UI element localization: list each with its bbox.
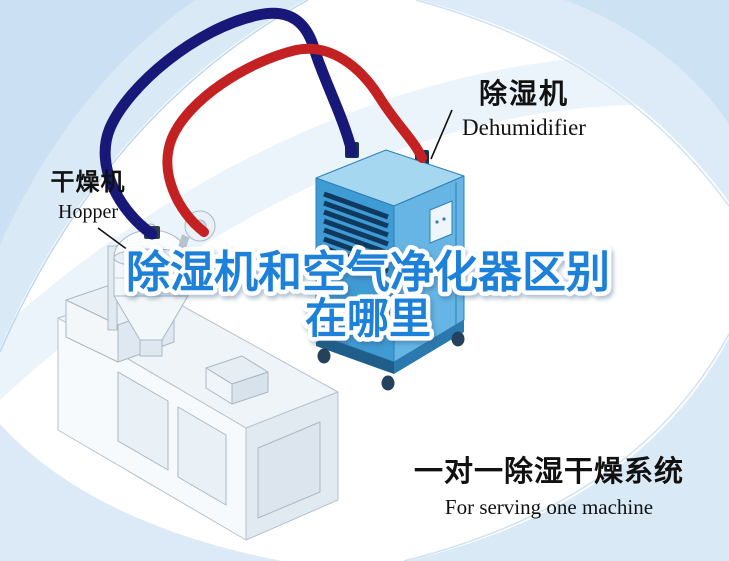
name-plate [335,299,361,324]
control-panel [429,200,453,244]
extruder-door-panel [117,371,169,471]
extruder-head-side [231,371,269,405]
dehumidifier-callout-line [430,109,453,160]
extruder-machine-illustration [57,210,339,541]
dehumidifier-label-cn: 除湿机 [478,77,569,110]
callout-dehumidifier: 除湿机 Dehumidifier [438,72,610,141]
dehumidifier-unit-illustration [315,142,465,391]
base-front [316,334,394,374]
extruder-door-panel [177,406,227,506]
panel-button [435,220,439,224]
extruder-door-panel [257,421,321,519]
panel-button [442,217,446,221]
door-handle [449,258,452,267]
blower-duct [178,234,193,269]
hopper-callout-line [97,227,133,254]
system-caption-en: For serving one machine [444,495,654,519]
hopper-throat [139,339,163,357]
main-title: 除湿机和空气净化器区别 在哪里 [122,243,615,348]
hoses [99,7,427,240]
callout-hopper: 干燥机 Hopper [40,162,136,224]
title-line1: 除湿机和空气净化器区别 [126,247,610,298]
system-caption: 一对一除湿干燥系统 For serving one machine [398,448,700,520]
navy-return-hose [99,7,358,240]
hopper-label-cn: 干燥机 [50,168,126,196]
red-supply-hose [162,43,427,237]
hopper-label-en: Hopper [58,201,118,223]
dehumidifier-label-en: Dehumidifier [462,115,586,140]
vent-grille [323,191,389,274]
caster-wheels [317,331,465,391]
callout-lines [97,109,453,254]
base-side [394,320,464,374]
system-caption-cn: 一对一除湿干燥系统 [413,454,684,488]
title-line2: 在哪里 [305,294,431,343]
